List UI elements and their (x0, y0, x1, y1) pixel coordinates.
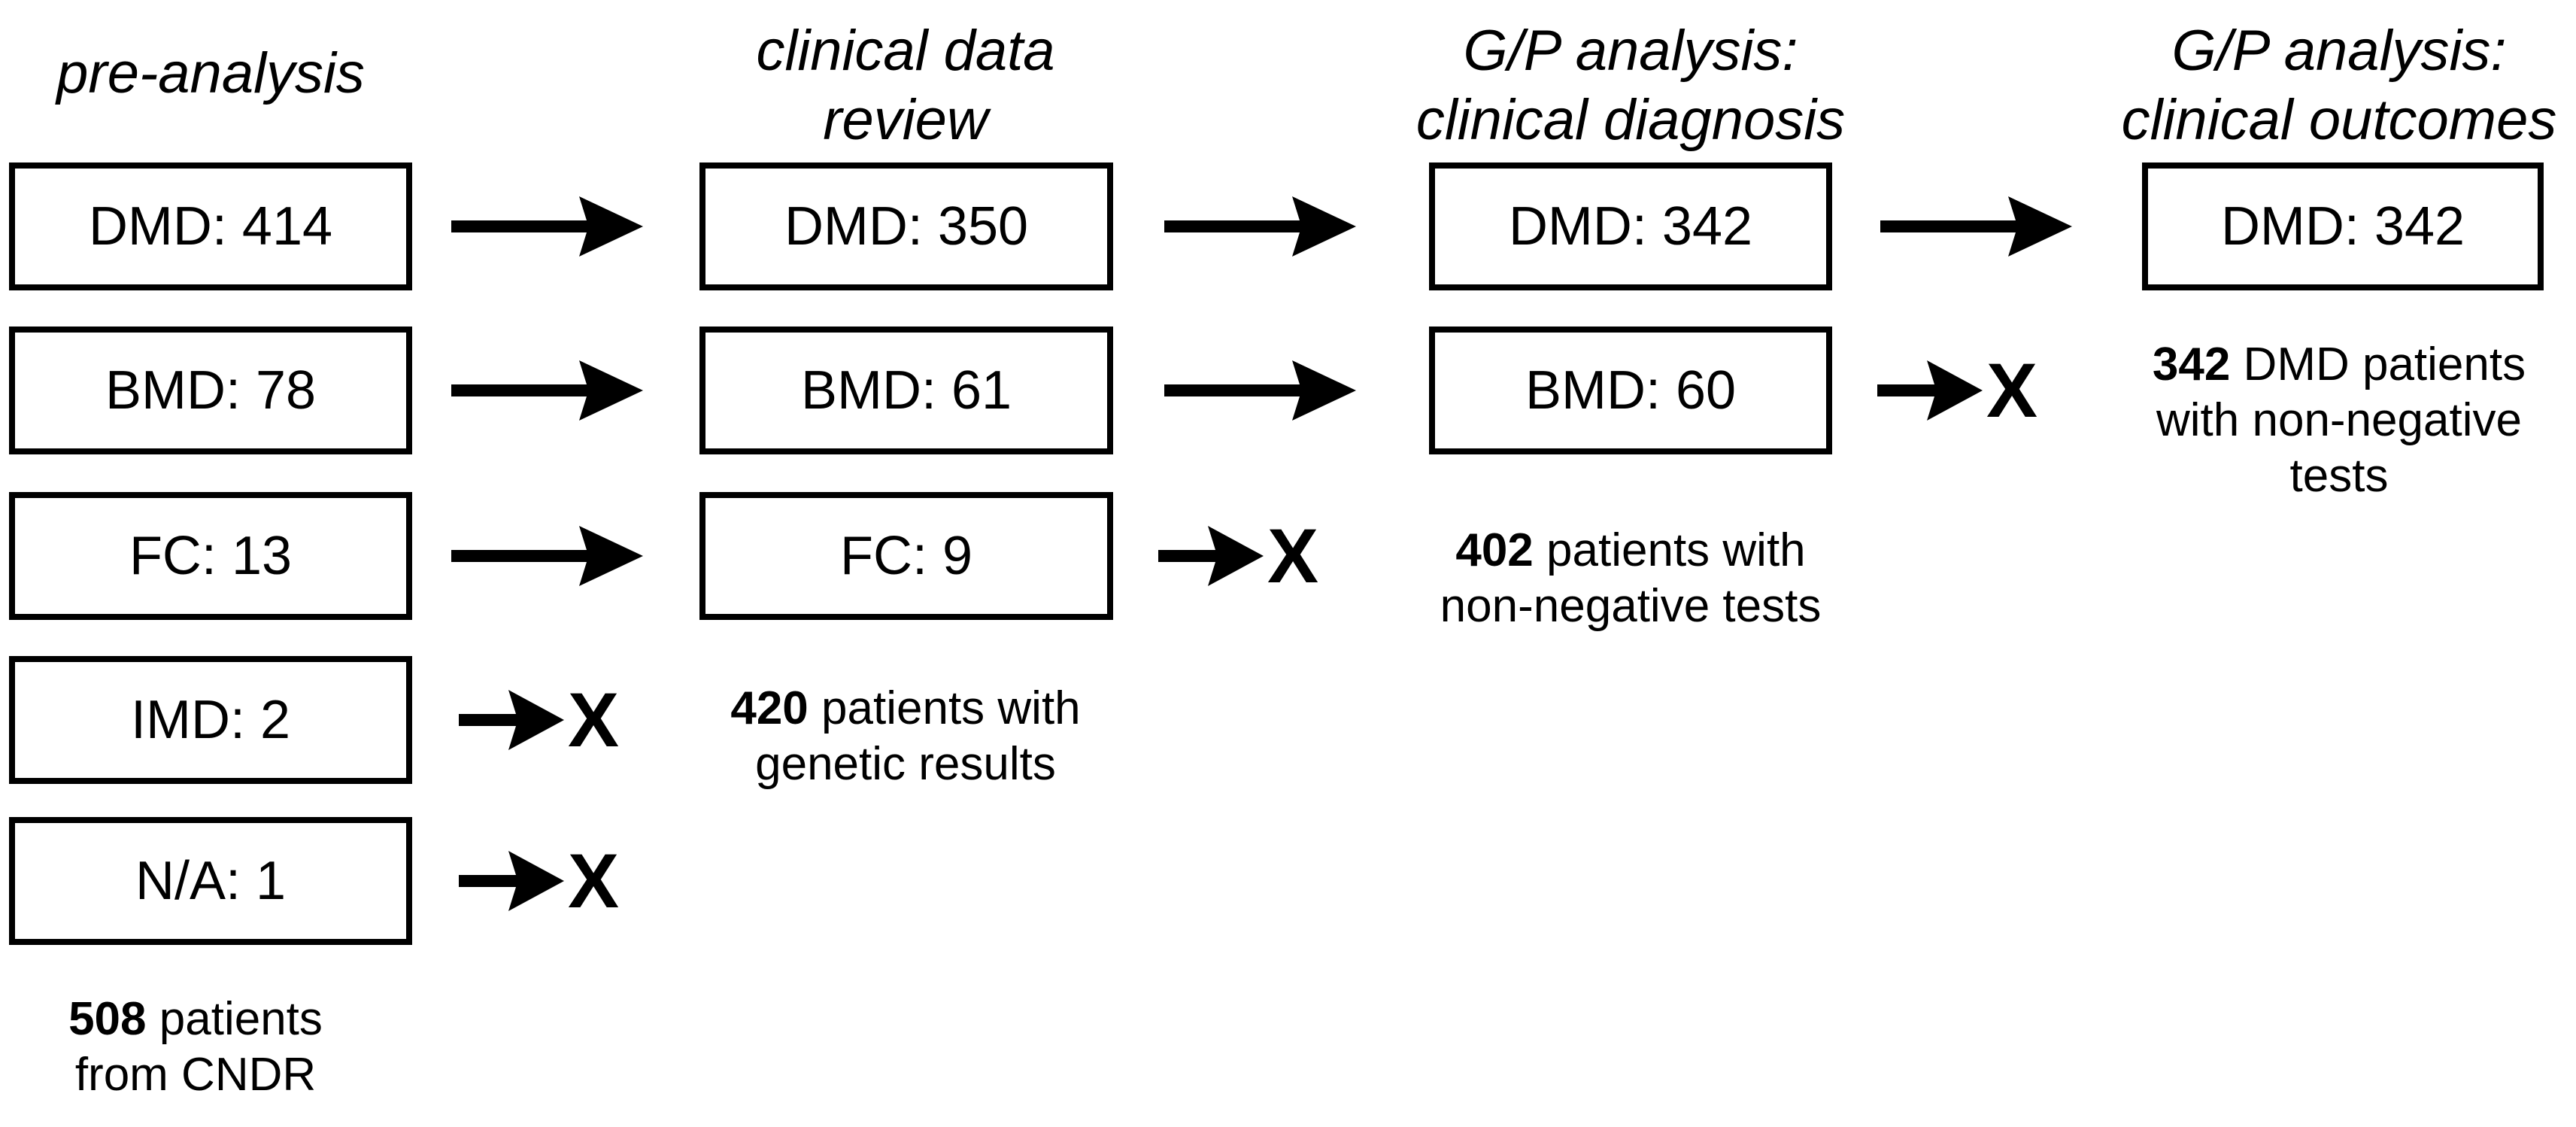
box-label: DMD: 414 (88, 196, 333, 257)
annotation-count: 420 (730, 682, 809, 734)
annotation-count: 402 (1455, 524, 1534, 576)
header-line: G/P analysis: (1463, 19, 1798, 83)
box-label: N/A: 1 (135, 851, 287, 911)
reject-arrow-icon (459, 690, 564, 750)
annotation-line: 342 DMD patients (2113, 337, 2565, 393)
header-line: clinical outcomes (2121, 88, 2557, 152)
box-label: BMD: 61 (800, 360, 1012, 421)
flow-arrow-icon (451, 193, 643, 260)
annotation-line: with non-negative (2156, 394, 2522, 446)
reject-group-bmd-60: X (1877, 348, 2038, 433)
reject-x: X (568, 677, 620, 763)
annotation-line: from CNDR (74, 1049, 317, 1101)
flow-box-dmd-350: DMD: 350 (699, 163, 1113, 290)
flow-arrow-icon (1164, 357, 1356, 424)
reject-group-imd-2: X (459, 677, 620, 763)
reject-x: X (1986, 348, 2038, 433)
flow-box-fc-9: FC: 9 (699, 492, 1113, 620)
reject-arrow-icon (1877, 360, 1983, 421)
box-label: FC: 13 (129, 526, 293, 586)
flow-box-imd-2: IMD: 2 (9, 656, 412, 784)
reject-arrow-icon (1158, 526, 1264, 586)
column-header-gp-analysis-outcomes: G/P analysis: clinical outcomes (2113, 17, 2565, 155)
reject-group-na-1: X (459, 838, 620, 924)
flow-box-dmd-342-outcomes: DMD: 342 (2142, 163, 2544, 290)
annotation-text: patients (146, 993, 323, 1045)
annotation-line: 420 patients with (680, 681, 1131, 737)
flow-box-dmd-414: DMD: 414 (9, 163, 412, 290)
flow-box-bmd-78: BMD: 78 (9, 327, 412, 454)
box-label: IMD: 2 (130, 690, 291, 750)
column-header-gp-analysis-diagnosis: G/P analysis: clinical diagnosis (1405, 17, 1856, 155)
reject-x: X (1267, 513, 1319, 599)
annotation-402-patients: 402 patients with non-negative tests (1405, 523, 1856, 634)
flow-box-na-1: N/A: 1 (9, 817, 412, 945)
header-line: G/P analysis: (2171, 19, 2507, 83)
box-label: DMD: 350 (784, 196, 1029, 257)
annotation-count: 342 (2152, 339, 2231, 390)
column-header-clinical-data-review: clinical data review (680, 17, 1131, 155)
annotation-line: tests (2289, 450, 2389, 502)
annotation-count: 508 (68, 993, 147, 1045)
annotation-text: DMD patients (2230, 339, 2526, 390)
flow-arrow-icon (1880, 193, 2072, 260)
reject-x: X (568, 838, 620, 924)
box-label: FC: 9 (839, 526, 973, 586)
header-line: pre-analysis (56, 41, 365, 105)
flow-box-bmd-60: BMD: 60 (1429, 327, 1832, 454)
annotation-508-patients: 508 patients from CNDR (0, 992, 391, 1103)
flow-arrow-icon (1164, 193, 1356, 260)
annotation-342-patients: 342 DMD patients with non-negative tests (2113, 337, 2565, 504)
annotation-line: non-negative tests (1440, 580, 1822, 632)
reject-group-fc-9: X (1158, 513, 1319, 599)
annotation-text: patients with (1533, 524, 1806, 576)
annotation-line: 402 patients with (1405, 523, 1856, 579)
header-line: review (823, 88, 988, 152)
flow-box-bmd-61: BMD: 61 (699, 327, 1113, 454)
annotation-420-patients: 420 patients with genetic results (680, 681, 1131, 792)
column-header-pre-analysis: pre-analysis (9, 39, 412, 108)
flow-box-dmd-342-diagnosis: DMD: 342 (1429, 163, 1832, 290)
header-line: clinical diagnosis (1415, 88, 1846, 152)
box-label: BMD: 60 (1525, 360, 1737, 421)
annotation-line: genetic results (755, 738, 1056, 790)
box-label: DMD: 342 (1508, 196, 1753, 257)
reject-arrow-icon (459, 851, 564, 911)
header-line: clinical data (756, 19, 1055, 83)
annotation-text: patients with (808, 682, 1081, 734)
box-label: DMD: 342 (2220, 196, 2465, 257)
flow-arrow-icon (451, 357, 643, 424)
annotation-line: 508 patients (0, 992, 391, 1047)
flow-arrow-icon (451, 522, 643, 590)
flow-box-fc-13: FC: 13 (9, 492, 412, 620)
box-label: BMD: 78 (105, 360, 317, 421)
